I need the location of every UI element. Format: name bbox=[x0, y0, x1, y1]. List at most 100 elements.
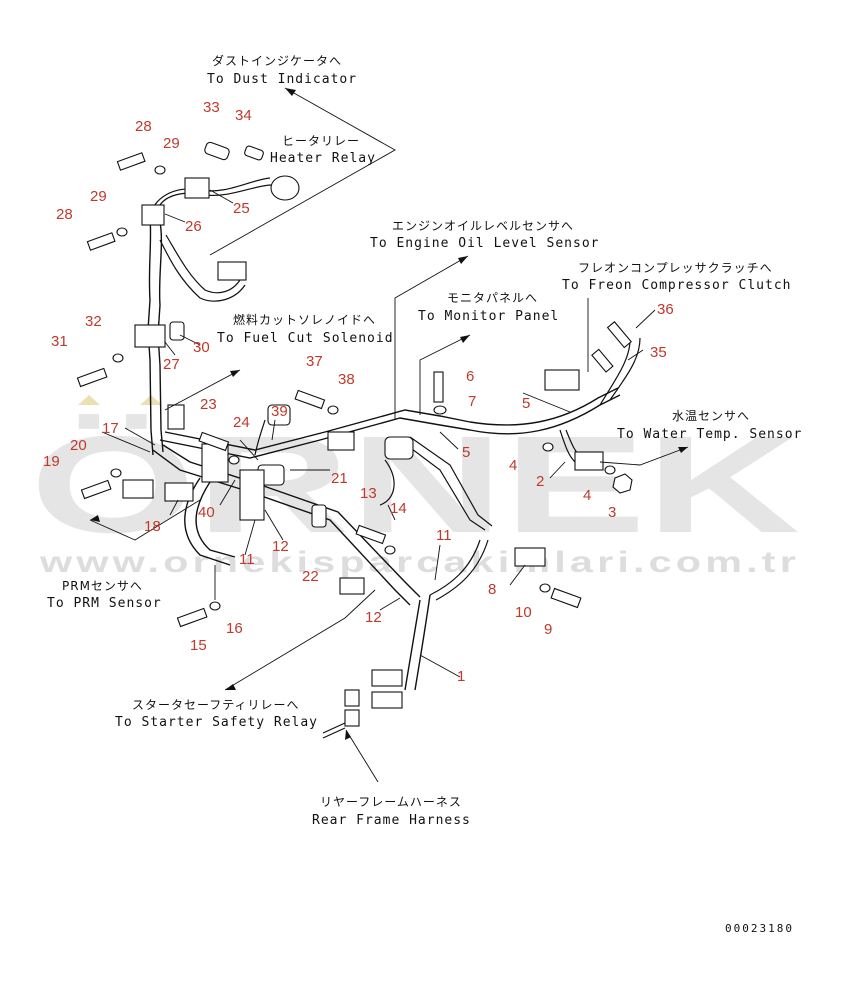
collar-30 bbox=[169, 321, 185, 341]
part-39: 39 bbox=[271, 403, 288, 420]
connector-rear-1 bbox=[371, 669, 403, 687]
freon-jp: フレオンコンプレッサクラッチへ bbox=[578, 261, 773, 275]
part-7: 7 bbox=[468, 393, 476, 410]
part-30: 30 bbox=[193, 339, 210, 356]
monitor-en: To Monitor Panel bbox=[418, 309, 559, 324]
part-number-callouts: 1 2 3 4 4 5 5 6 7 8 9 10 11 11 12 12 13 … bbox=[43, 99, 674, 685]
monitor-jp: モニタパネルへ bbox=[447, 291, 538, 305]
part-34 bbox=[244, 145, 264, 161]
rear-frame-en: Rear Frame Harness bbox=[312, 813, 471, 828]
part-29-a: 29 bbox=[163, 135, 180, 152]
part-28-a: 28 bbox=[135, 118, 152, 135]
fuel-cut-en: To Fuel Cut Solenoid bbox=[217, 331, 394, 346]
heater-relay bbox=[270, 175, 300, 201]
prm-jp: PRMセンサへ bbox=[62, 579, 143, 593]
clamp-18 bbox=[164, 482, 194, 502]
part-22: 22 bbox=[302, 568, 319, 585]
connector-rear-3 bbox=[344, 689, 360, 707]
connector-rear-4 bbox=[344, 709, 360, 727]
part-32: 32 bbox=[85, 313, 102, 330]
part-19: 19 bbox=[43, 453, 60, 470]
part-14: 14 bbox=[390, 500, 407, 517]
bolts bbox=[76, 152, 633, 628]
part-20: 20 bbox=[70, 437, 87, 454]
part-31: 31 bbox=[51, 333, 68, 350]
dust-indicator-en: To Dust Indicator bbox=[207, 72, 357, 87]
part-12-b: 12 bbox=[365, 609, 382, 626]
part-13: 13 bbox=[360, 485, 377, 502]
part-11-b: 11 bbox=[436, 527, 452, 544]
part-26: 26 bbox=[185, 218, 202, 235]
part-17: 17 bbox=[102, 420, 119, 437]
part-36: 36 bbox=[657, 301, 674, 318]
connector-prm bbox=[122, 479, 154, 499]
part-10: 10 bbox=[515, 604, 532, 621]
part-28-b: 28 bbox=[56, 206, 73, 223]
part-12-a: 12 bbox=[272, 538, 289, 555]
part-4-a: 4 bbox=[509, 457, 517, 474]
part-9: 9 bbox=[544, 621, 552, 638]
part-27: 27 bbox=[163, 356, 180, 373]
engine-oil-en: To Engine Oil Level Sensor bbox=[370, 236, 600, 251]
part-25: 25 bbox=[233, 200, 250, 217]
connector-engine-oil bbox=[327, 431, 355, 451]
watermark-url: www.ornekisparcakimlari.com.tr bbox=[39, 546, 800, 579]
part-24: 24 bbox=[233, 414, 250, 431]
part-33: 33 bbox=[203, 99, 220, 116]
prm-en: To PRM Sensor bbox=[47, 596, 162, 611]
starter-en: To Starter Safety Relay bbox=[115, 715, 318, 730]
leader-lines bbox=[101, 189, 656, 678]
bracket-8 bbox=[514, 547, 546, 567]
engine-oil-jp: エンジンオイルレベルセンサへ bbox=[392, 219, 574, 233]
freon-en: To Freon Compressor Clutch bbox=[562, 278, 792, 293]
connector-freon bbox=[544, 369, 580, 391]
part-33 bbox=[204, 141, 230, 161]
starter-jp: スタータセーフティリレーへ bbox=[132, 698, 300, 712]
fuel-cut-jp: 燃料カットソレノイドへ bbox=[233, 312, 376, 327]
connector-monitor bbox=[384, 436, 414, 460]
plate-12 bbox=[239, 469, 265, 521]
part-38: 38 bbox=[338, 371, 355, 388]
connector-water-temp bbox=[574, 451, 604, 471]
part-11-a: 11 bbox=[239, 551, 255, 568]
part-1: 1 bbox=[457, 668, 465, 685]
dust-indicator-jp: ダストインジケータへ bbox=[212, 53, 342, 68]
water-temp-jp: 水温センサへ bbox=[672, 409, 750, 423]
part-39 bbox=[267, 404, 291, 426]
watermark: ÖRNEK www.ornekisparcakimlari.com.tr bbox=[30, 395, 800, 579]
part-3: 3 bbox=[608, 504, 616, 521]
harness-components bbox=[76, 141, 633, 739]
destination-arrows bbox=[89, 87, 689, 783]
water-temp-en: To Water Temp. Sensor bbox=[617, 427, 802, 442]
watermark-accent bbox=[78, 395, 162, 405]
clamp-27 bbox=[134, 324, 166, 348]
drawing-code: 00023180 bbox=[725, 922, 794, 935]
watermark-logo: ÖRNEK bbox=[30, 408, 800, 562]
collar-22 bbox=[311, 504, 327, 528]
connector-23 bbox=[167, 404, 185, 430]
part-34: 34 bbox=[235, 107, 252, 124]
part-18: 18 bbox=[144, 518, 161, 535]
part-23: 23 bbox=[200, 396, 217, 413]
rear-harness-wires bbox=[322, 722, 346, 739]
connector-dust bbox=[217, 261, 247, 281]
part-16: 16 bbox=[226, 620, 243, 637]
part-15: 15 bbox=[190, 637, 207, 654]
clamp-26 bbox=[141, 204, 165, 226]
heater-relay-jp: ヒータリレー bbox=[282, 134, 360, 148]
part-5-b: 5 bbox=[462, 444, 470, 461]
part-40: 40 bbox=[198, 504, 215, 521]
connector-12 bbox=[339, 577, 365, 595]
clamp-25 bbox=[184, 177, 210, 199]
part-37: 37 bbox=[306, 353, 323, 370]
part-29-b: 29 bbox=[90, 188, 107, 205]
part-4-b: 4 bbox=[583, 487, 591, 504]
part-5-a: 5 bbox=[522, 395, 530, 412]
part-8: 8 bbox=[488, 581, 496, 598]
connector-rear-2 bbox=[371, 691, 403, 709]
part-2: 2 bbox=[536, 473, 544, 490]
part-6: 6 bbox=[466, 368, 474, 385]
rear-frame-jp: リヤーフレームハーネス bbox=[320, 795, 462, 809]
